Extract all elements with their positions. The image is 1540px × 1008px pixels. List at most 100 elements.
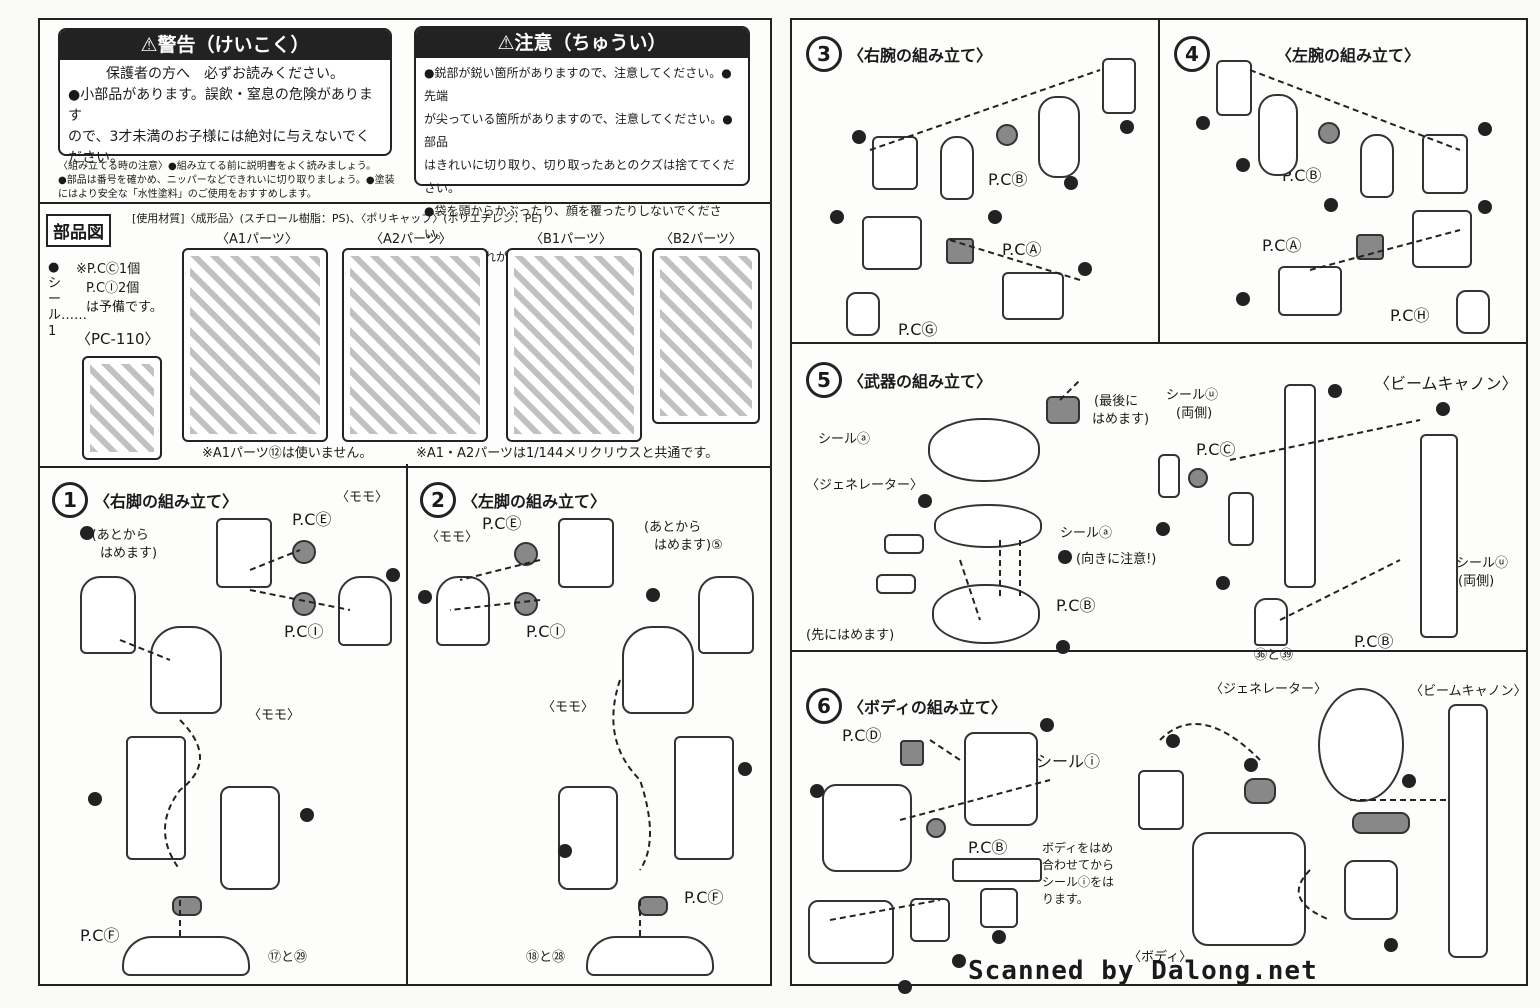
caution-title: ⚠注意（ちゅうい） xyxy=(416,28,748,58)
step-5-title: 5 〈武器の組み立て〉 xyxy=(806,362,992,398)
step-5: 5 〈武器の組み立て〉 シールⓐ 〈ジェネレーター〉 (最後に はめます) シー… xyxy=(792,344,1526,663)
step-5-part-42 xyxy=(918,494,932,508)
step-1-shin-26 xyxy=(126,736,186,860)
step-4-part-11 xyxy=(1236,292,1250,306)
step-4-number: 4 xyxy=(1174,36,1210,72)
warning-title: ⚠警告（けいこく） xyxy=(60,30,390,60)
pc-runner xyxy=(82,356,162,460)
step-6-part-31 xyxy=(992,930,1006,944)
step-5-label-generator: 〈ジェネレーター〉 xyxy=(806,478,924,493)
step-2-polycap-i xyxy=(514,592,538,616)
step-1-thigh-left xyxy=(216,518,272,588)
step-5-part-43 xyxy=(1056,640,1070,654)
step-6-plate xyxy=(952,858,1042,882)
step-1-part-26 xyxy=(88,792,102,806)
left-page: ⚠警告（けいこく） 保護者の方へ 必ずお読みください。 ●小部品があります。誤飲… xyxy=(38,18,772,986)
step-5-generator-mid xyxy=(934,504,1042,548)
step-6-part-2 xyxy=(1138,770,1184,830)
step-3-hand xyxy=(846,292,880,336)
step-5-part-53 xyxy=(1228,492,1254,546)
step-3-elbow-40 xyxy=(1038,96,1080,178)
step-2-title: 2 〈左脚の組み立て〉 xyxy=(420,482,606,518)
step-4-part-7 xyxy=(1478,200,1492,214)
step-5-label-pcb2: P.CⒷ xyxy=(1354,632,1394,651)
step-4-part-37 xyxy=(1236,158,1250,172)
step-6-number: 6 xyxy=(806,688,842,724)
step-5-part-54-num xyxy=(1156,522,1170,536)
step-4: 4 〈左腕の組み立て〉 P.CⒷ P.CⒶ P.CⒽ xyxy=(1160,20,1526,342)
step-2-label-later1: (あとから xyxy=(644,520,702,535)
runner-b2 xyxy=(652,248,760,424)
step-6-body-assembled xyxy=(1192,832,1306,946)
step-4-shoulder-20 xyxy=(1216,60,1252,116)
step-3-label-pca: P.CⒶ xyxy=(1002,240,1042,259)
step-5-cannon-34 xyxy=(1284,384,1316,588)
materials-text: [使用材質]〈成形品〉(スチロール樹脂：PS)、〈ポリキャップ〉(ポリエチレン：… xyxy=(132,212,543,225)
step-6-part-51 xyxy=(1244,778,1276,804)
runner-a2-title: 〈A2パーツ〉 xyxy=(370,232,452,247)
step-2-part-4 xyxy=(646,588,660,602)
step-6-part-52-num xyxy=(1402,774,1416,788)
step-3: 3 〈右腕の組み立て〉 P.CⒷ P.CⒶ P.CⒼ xyxy=(792,20,1158,342)
step-6-part-1 xyxy=(810,784,824,798)
step-1-label-pci: P.CⒾ xyxy=(284,622,324,641)
shared-parts-note: ※A1・A2パーツは1/144メリクリウスと共通です。 xyxy=(416,446,719,461)
step-6-label-cannon: 〈ビームキャノン〉 xyxy=(1410,684,1527,699)
scanner-watermark: Scanned by Dalong.net xyxy=(968,956,1318,986)
step-1-hip-part xyxy=(150,626,222,714)
step-4-shoulder-19 xyxy=(1422,134,1468,194)
step-6-label-body: 〈ボディ〉 xyxy=(1128,950,1193,965)
step-3-part-10 xyxy=(1078,262,1092,276)
assembly-note: 〈組み立てる時の注意〉●組み立てる前に説明書をよく読みましょう。 ●部品は番号を… xyxy=(58,161,395,200)
step-5-part-36-39 xyxy=(1254,598,1288,646)
step-2-label-thigh: 〈モモ〉 xyxy=(426,530,479,545)
step-5-generator-top xyxy=(928,418,1040,482)
step-2-label-pcf: P.CⒻ xyxy=(684,888,724,907)
step-4-title: 4 〈左腕の組み立て〉 xyxy=(1174,36,1420,72)
step-6-label-pcd: P.CⒹ xyxy=(842,726,882,745)
step-1-label-thigh: 〈モモ〉 xyxy=(336,490,389,505)
step-3-number: 3 xyxy=(806,36,842,72)
step-2-label-thigh2: 〈モモ〉 xyxy=(542,700,595,715)
step-2-part-16 xyxy=(418,590,432,604)
step-4-part-20 xyxy=(1196,116,1210,130)
right-divider-h1 xyxy=(792,342,1526,344)
step-4-polycap-b xyxy=(1318,122,1340,144)
step-5-part-35 xyxy=(1436,402,1450,416)
step-5-label-seal-a: シールⓐ xyxy=(818,432,871,447)
step-2-label-pce: P.CⒺ xyxy=(482,514,522,533)
step-1-label-pcf: P.CⒻ xyxy=(80,926,120,945)
step-5-label-seal-u1: シールⓤ xyxy=(1166,388,1219,403)
step-2-polycap-e xyxy=(514,542,538,566)
runner-a1 xyxy=(182,248,328,442)
step-4-part-38 xyxy=(1324,198,1338,212)
step-6-title: 6 〈ボディの組み立て〉 xyxy=(806,688,1007,724)
step-4-label-pca: P.CⒶ xyxy=(1262,236,1302,255)
step-1: 1 〈右脚の組み立て〉 ⑨(あとから はめます) 〈モモ〉 P.CⒺ P.CⒾ … xyxy=(40,466,406,984)
step-5-cap-44 xyxy=(1046,396,1080,424)
step-1-label-later2: はめます) xyxy=(100,546,158,561)
runner-b1 xyxy=(506,248,642,442)
step-3-part-20 xyxy=(1120,120,1134,134)
step-3-title: 3 〈右腕の組み立て〉 xyxy=(806,36,992,72)
step-3-shoulder-19 xyxy=(872,136,918,190)
step-5-number: 5 xyxy=(806,362,842,398)
step-5-label-both2: (両側) xyxy=(1458,574,1495,589)
step-5-label-cannon: 〈ビームキャノン〉 xyxy=(1374,374,1518,393)
step-5-label-both1: (両側) xyxy=(1176,406,1213,421)
step-6-joint-21 xyxy=(910,898,950,942)
pc-label: 〈PC-110〉 xyxy=(76,330,160,348)
step-3-polycap-b xyxy=(996,124,1018,146)
step-6-part-14-num xyxy=(1384,938,1398,952)
step-5-polycap-c xyxy=(1188,468,1208,488)
warning-box: ⚠警告（けいこく） 保護者の方へ 必ずお読みください。 ●小部品があります。誤飲… xyxy=(58,28,392,166)
step-5-label-last1: (最後に xyxy=(1094,394,1139,409)
step-6-polycap-b xyxy=(926,818,946,838)
step-6-joint-31 xyxy=(980,888,1018,928)
step-3-part-6 xyxy=(830,210,844,224)
step-1-polycap-e xyxy=(292,540,316,564)
steps-divider xyxy=(406,464,408,984)
step-6-body-back-13 xyxy=(964,732,1038,826)
right-divider-h2 xyxy=(792,650,1526,652)
